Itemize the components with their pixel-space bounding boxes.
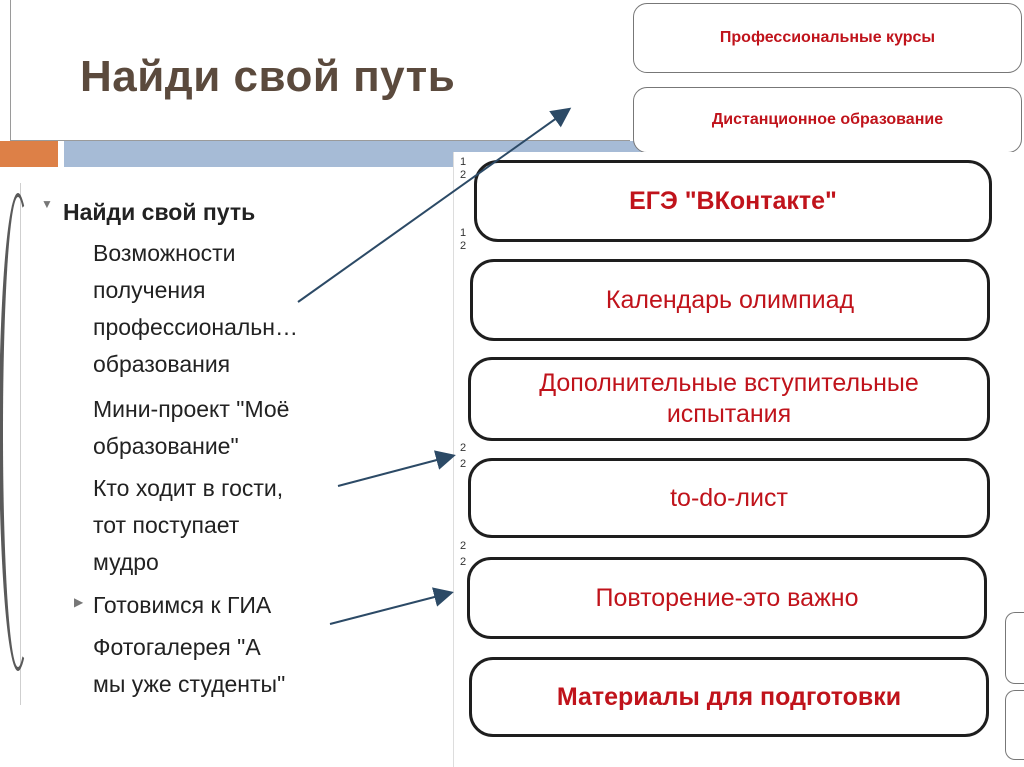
triangle-right-icon[interactable]: ▶ xyxy=(74,595,84,609)
row-number: 2 xyxy=(460,540,467,552)
link-distance-education[interactable]: Дистанционное образование xyxy=(633,87,1022,153)
menu-item-gia[interactable]: Готовимся к ГИА xyxy=(93,592,272,618)
triangle-down-icon[interactable]: ▼ xyxy=(41,197,53,211)
menu-item-mini-project[interactable]: Мини-проект "Моё образование" xyxy=(93,396,290,459)
row-number: 2 xyxy=(460,169,467,181)
menu-screenshot: ▼ Найди свой путь Возможности получения … xyxy=(0,183,461,705)
row-number: 2 xyxy=(460,458,467,470)
row-number: 1 xyxy=(460,227,467,239)
accent-bar-orange xyxy=(0,141,58,167)
row-number: 2 xyxy=(460,240,467,252)
button-preparation-materials[interactable]: Материалы для подготовки xyxy=(469,657,989,737)
row-number: 1 xyxy=(460,156,467,168)
row-number: 2 xyxy=(460,442,467,454)
menu-item-opportunities[interactable]: Возможности получения профессиональн… об… xyxy=(93,240,298,377)
button-ege-vkontakte[interactable]: ЕГЭ "ВКонтакте" xyxy=(474,160,992,242)
partial-box xyxy=(1005,612,1024,684)
button-olympiad-calendar[interactable]: Календарь олимпиад xyxy=(470,259,990,341)
row-number: 2 xyxy=(460,556,467,568)
link-professional-courses[interactable]: Профессиональные курсы xyxy=(633,3,1022,73)
menu-item-visiting[interactable]: Кто ходит в гости, тот поступает мудро xyxy=(93,475,284,575)
slide-title: Найди свой путь xyxy=(80,52,456,101)
partial-box xyxy=(1005,690,1024,760)
button-todo-list[interactable]: to-do-лист xyxy=(468,458,990,538)
menu-item-photo-gallery[interactable]: Фотогалерея "А мы уже студенты" xyxy=(93,634,286,697)
decorative-arc xyxy=(0,193,37,671)
button-repetition[interactable]: Повторение-это важно xyxy=(467,557,987,639)
menu-heading[interactable]: Найди свой путь xyxy=(63,199,256,225)
button-additional-exams[interactable]: Дополнительные вступительные испытания xyxy=(468,357,990,441)
frame-line-vertical xyxy=(10,0,11,140)
